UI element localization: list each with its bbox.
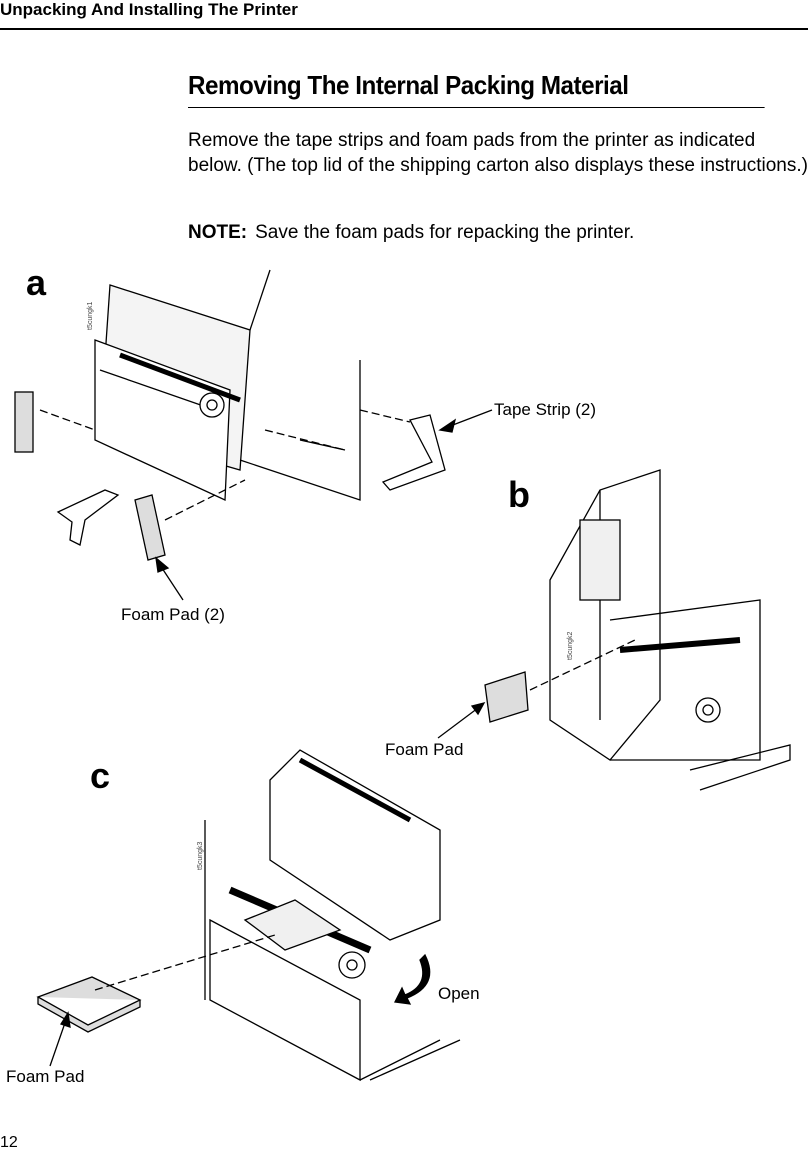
figure-id-a: t5cungk1 [87, 301, 94, 330]
callout-foam-pad-a: Foam Pad (2) [121, 605, 225, 624]
section-title: Removing The Internal Packing Material [188, 70, 765, 108]
foam-pad-a-left [14, 391, 34, 453]
callout-foam-pad-b: Foam Pad [385, 740, 464, 759]
arrow-foam-pad-b [437, 707, 479, 739]
page-number: 12 [0, 1134, 18, 1151]
running-header: Unpacking And Installing The Printer [0, 0, 808, 30]
tape-strip-a-right [381, 414, 446, 491]
arrow-foam-pad-a [159, 564, 184, 601]
figure-id-c: t5cungk3 [197, 841, 204, 870]
figure-id-b: t5cungk2 [567, 631, 574, 660]
open-arrow-icon [394, 953, 431, 1005]
panel-letter-b: b [508, 474, 530, 515]
panel-letter-a: a [26, 262, 47, 303]
callout-tape-strip: Tape Strip (2) [494, 400, 597, 419]
panel-letter-c: c [90, 755, 111, 796]
instructions-paragraph: Remove the tape strips and foam pads fro… [188, 130, 808, 176]
note-text: Save the foam pads for repacking the pri… [255, 222, 635, 243]
printer-c-drawing [204, 749, 461, 1082]
tape-strip-a-left [56, 489, 120, 546]
foam-pad-c [36, 976, 142, 1033]
note-label: NOTE: [188, 222, 248, 243]
packing-illustration: t5cungk1 t5cungk2 t5cungk3 [14, 269, 791, 1082]
callout-open: Open [438, 984, 480, 1003]
note: NOTE: Save the foam pads for repacking th… [188, 222, 634, 244]
foam-pad-b [484, 671, 529, 723]
printer-b-drawing [549, 469, 791, 791]
printer-a-drawing [94, 269, 361, 501]
header-title: Unpacking And Installing The Printer [0, 0, 298, 19]
foam-pad-a-bottom [134, 494, 166, 561]
callout-foam-pad-c: Foam Pad [6, 1067, 85, 1086]
arrow-foam-pad-c [49, 1019, 67, 1067]
